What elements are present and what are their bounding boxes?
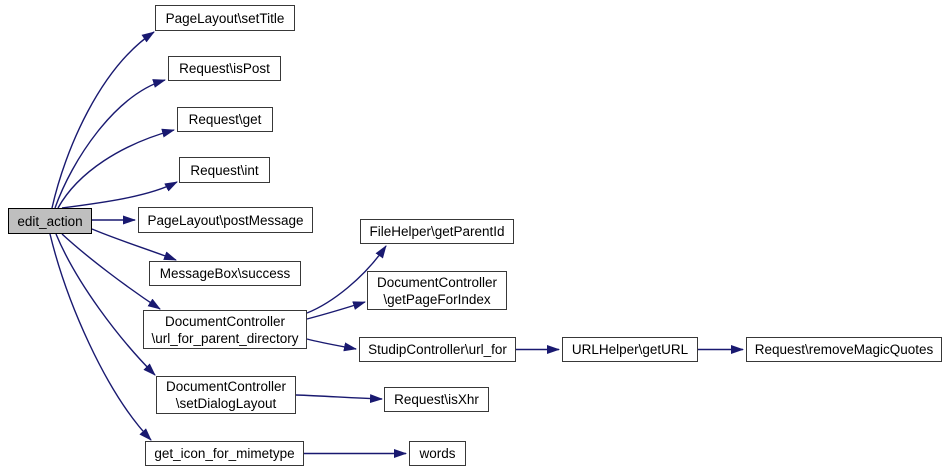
node-isXhr[interactable]: Request\isXhr [384, 387, 489, 412]
node-getParentId[interactable]: FileHelper\getParentId [360, 219, 514, 244]
node-label: URLHelper\getURL [571, 342, 689, 357]
node-edit_action: edit_action [8, 208, 92, 234]
node-urlForParent[interactable]: DocumentController\url_for_parent_direct… [143, 310, 307, 349]
node-get[interactable]: Request\get [177, 107, 273, 132]
node-label: DocumentController [165, 379, 287, 394]
node-words[interactable]: words [409, 441, 466, 466]
edge-edit_action-setTitle [51, 31, 155, 209]
node-success[interactable]: MessageBox\success [149, 261, 301, 286]
node-label: Request\isPost [179, 61, 270, 76]
node-label: FileHelper\getParentId [369, 224, 505, 239]
node-label: Request\int [190, 162, 259, 178]
node-isPost[interactable]: Request\isPost [168, 56, 281, 81]
node-label: edit_action [17, 213, 83, 229]
edge-edit_action-get [57, 128, 175, 209]
edge-edit_action-urlForParent [61, 233, 161, 310]
node-label: \setDialogLayout [175, 396, 277, 411]
node-label: StudipController\url_for [368, 342, 507, 357]
node-mimetype[interactable]: get_icon_for_mimetype [145, 441, 304, 466]
node-label: DocumentController [376, 274, 498, 290]
node-label: PageLayout\setTitle [165, 10, 285, 26]
node-label: words [419, 446, 456, 461]
edge-urlForParent-getPageForIndex [306, 301, 366, 320]
node-getURL[interactable]: URLHelper\getURL [562, 337, 698, 362]
edge-edit_action-mimetype [49, 233, 152, 441]
node-label: Request\removeMagicQuotes [754, 342, 934, 357]
node-label: \url_for_parent_directory [151, 330, 299, 346]
node-urlFor[interactable]: StudipController\url_for [359, 337, 516, 362]
node-label: Request\isXhr [394, 392, 479, 407]
node-label: MessageBox\success [159, 266, 291, 281]
edge-urlForParent-getParentId [306, 245, 387, 314]
edges-group [49, 31, 744, 458]
node-removeMagicQuotes[interactable]: Request\removeMagicQuotes [746, 337, 942, 362]
edge-edit_action-isPost [54, 79, 166, 209]
node-label: PageLayout\postMessage [147, 212, 304, 228]
node-label: get_icon_for_mimetype [154, 446, 295, 461]
node-label: Request\get [188, 112, 262, 127]
edge-edit_action-int [61, 181, 178, 209]
node-setDialog[interactable]: DocumentController \setDialogLayout [156, 376, 296, 414]
node-int[interactable]: Request\int [179, 157, 270, 183]
edge-edit_action-setDialog [55, 233, 156, 376]
node-label: \getPageForIndex [383, 291, 491, 307]
edge-edit_action-success [91, 228, 177, 261]
edge-setDialog-isXhr [295, 394, 383, 404]
edge-urlForParent-urlFor [306, 338, 357, 352]
node-postMessage[interactable]: PageLayout\postMessage [138, 207, 313, 233]
node-label: DocumentController [164, 313, 286, 329]
node-setTitle[interactable]: PageLayout\setTitle [155, 5, 295, 31]
node-getPageForIndex[interactable]: DocumentController\getPageForIndex [367, 271, 507, 310]
